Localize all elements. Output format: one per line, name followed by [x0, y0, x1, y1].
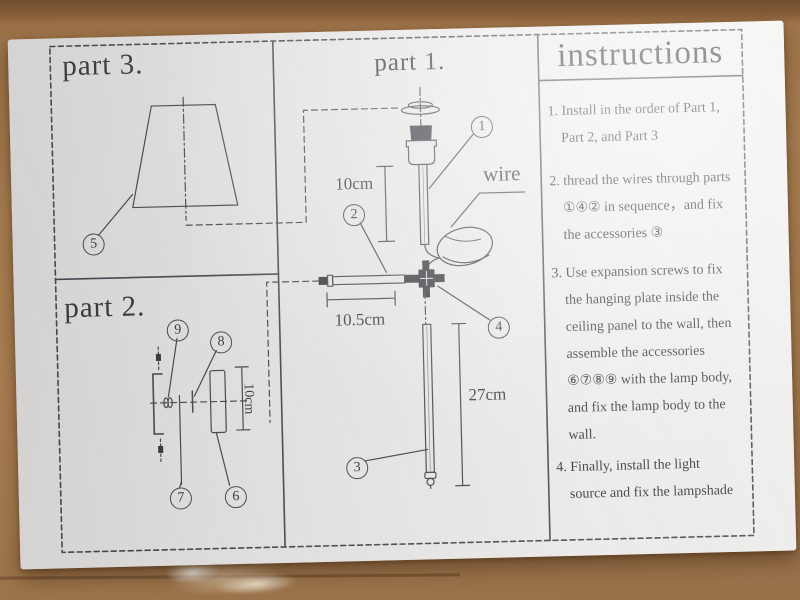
screw-bottom [158, 445, 164, 454]
callout-2-leader [359, 222, 388, 273]
dim-27cm-label: 27cm [468, 384, 507, 405]
step-line: wall. [568, 427, 597, 443]
wall-bracket [152, 373, 165, 435]
step-line: ①④② in sequence，and fix [562, 197, 724, 217]
mounting-hardware-drawing [149, 337, 251, 489]
part1-title: part 1. [373, 47, 446, 77]
callout-8-leader [193, 349, 217, 397]
socket-cap [409, 125, 432, 141]
dim-plate-10cm-label: 10cm [240, 383, 257, 415]
part3-title: part 3. [61, 48, 144, 83]
socket-cup [405, 139, 437, 166]
callout-6-leader [215, 431, 231, 486]
wire-leader-line [450, 191, 526, 228]
dim-10-5cm-label: 10.5cm [334, 309, 386, 330]
instruction-step-1: 1. Install in the order of Part 1, Part … [547, 94, 744, 153]
dim-line-10cm [384, 165, 388, 242]
coiled-wire [436, 226, 494, 267]
part2-title: part 2. [63, 290, 146, 325]
finial-tip [426, 477, 435, 486]
lock-pin [191, 390, 194, 413]
callout-4-leader [437, 285, 491, 321]
instruction-sheet-paper: part 3. part 1. part 2. instructions wir… [7, 20, 797, 570]
instruction-step-2: 2. thread the wires through parts ①④② in… [549, 164, 747, 250]
dim-line-27cm [458, 323, 464, 487]
dim-10cm-label: 10cm [335, 173, 374, 194]
cardboard-top-seam [0, 0, 800, 24]
instruction-step-3: 3. Use expansion screws to fix the hangi… [551, 256, 752, 450]
step-line: ceiling panel to the wall, then [565, 315, 732, 336]
threaded-end [318, 276, 328, 286]
wire-label: wire [482, 161, 521, 186]
screw-top [155, 353, 162, 362]
step-line: Part 2, and Part 3 [561, 128, 659, 147]
horizontal-rod [331, 274, 406, 286]
lamp-body-drawing [266, 86, 526, 489]
hanging-pin [178, 394, 183, 486]
dim-line-10-5cm [326, 297, 396, 301]
callout-9-leader [167, 337, 178, 398]
step-line: source and fix the lampshade [569, 482, 734, 502]
step-line: and fix the lamp body to the [567, 397, 726, 416]
step-line: the accessories ③ [563, 225, 664, 244]
callout-3-leader [364, 448, 429, 462]
instructions-title: instructions [556, 34, 724, 75]
step-line: 1. Install in the order of Part 1, [547, 100, 720, 120]
instruction-step-4: 4. Finally, install the light source and… [556, 449, 753, 508]
